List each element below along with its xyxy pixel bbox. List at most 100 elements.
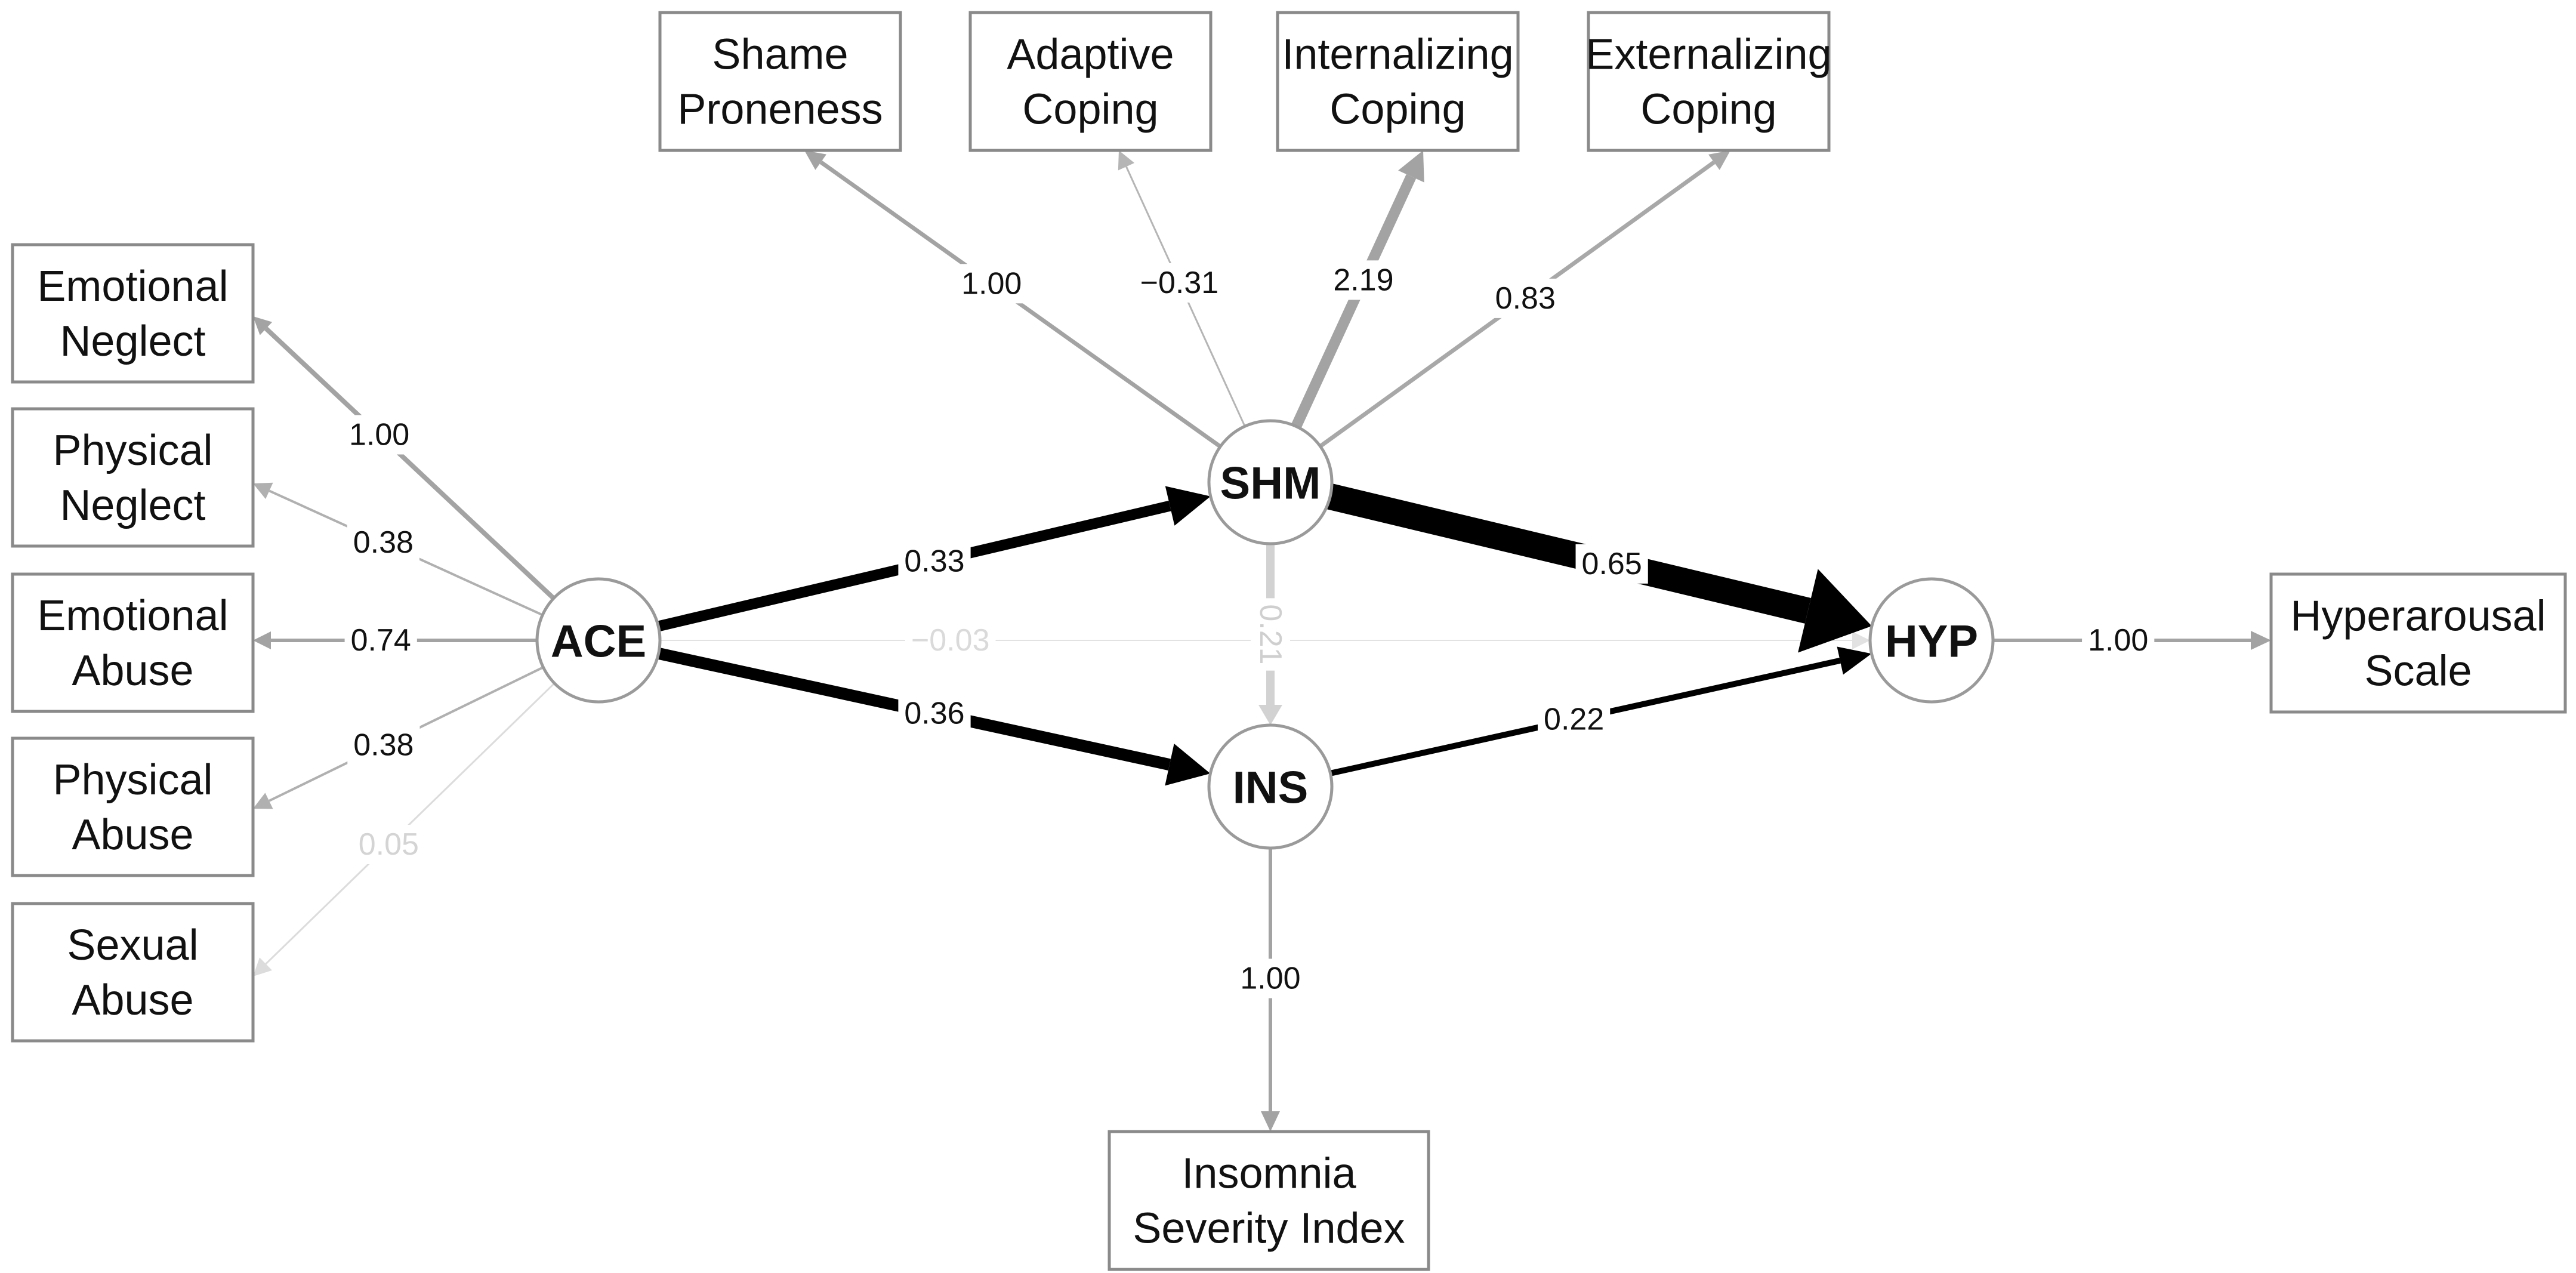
indicator-label-emotional-abuse-line-1: Emotional bbox=[37, 592, 228, 640]
indicator-label-emotional-neglect-line-1: Emotional bbox=[37, 263, 228, 310]
boxes-layer: EmotionalNeglectPhysicalNeglectEmotional… bbox=[11, 11, 2567, 1271]
coefficient-label-shm_to_hyp: 0.65 bbox=[1575, 544, 1648, 584]
arrowhead-ace_to_hyp bbox=[1852, 631, 1870, 649]
coefficient-text-hyp_to_hyperarousal_scale: 1.00 bbox=[2088, 623, 2148, 658]
coefficient-label-ins_to_insomnia_severity_index: 1.00 bbox=[1234, 958, 1307, 998]
path-shm_to_shame_proneness bbox=[804, 150, 1222, 449]
nodes-layer: ACE SHM INS HYP bbox=[535, 419, 1995, 850]
indicator-label-hyperarousal-scale-line-2: Scale bbox=[2364, 648, 2472, 695]
arrowhead-shm_to_hyp bbox=[1798, 569, 1872, 653]
arrowhead-ace_to_emotional_neglect bbox=[253, 316, 273, 335]
indicator-label-hyperarousal-scale-line-1: Hyperarousal bbox=[2290, 593, 2546, 640]
indicator-label-physical-abuse-line-2: Abuse bbox=[72, 811, 193, 859]
coefficient-text-shm_to_shame_proneness: 1.00 bbox=[961, 266, 1022, 301]
coefficient-bg-ace_to_physical_abuse bbox=[347, 725, 420, 765]
indicator-rect-physical-abuse bbox=[11, 736, 255, 877]
indicator-label-shame-proneness-line-1: Shame bbox=[712, 31, 848, 79]
coefficient-bg-hyp_to_hyperarousal_scale bbox=[2082, 621, 2155, 660]
coefficient-text-shm_to_ins: 0.21 bbox=[1253, 604, 1288, 664]
latent-node-hyp: HYP bbox=[1868, 577, 1995, 704]
coefficient-bg-ace_to_sexual_abuse bbox=[352, 824, 425, 864]
indicator-rect-shame-proneness bbox=[658, 11, 902, 152]
coefficient-text-ace_to_emotional_neglect: 1.00 bbox=[349, 417, 409, 452]
arrowhead-shm_to_externalizing_coping bbox=[1708, 150, 1730, 170]
coefficient-text-ace_to_sexual_abuse: 0.05 bbox=[359, 827, 419, 862]
coefficient-bg-ace_to_emotional_abuse bbox=[344, 621, 417, 660]
indicator-label-emotional-neglect-line-2: Neglect bbox=[60, 318, 205, 365]
coefficient-label-shm_to_internalizing_coping: 2.19 bbox=[1327, 260, 1400, 300]
indicator-rect-internalizing-coping bbox=[1276, 11, 1520, 152]
coefficient-text-shm_to_hyp: 0.65 bbox=[1582, 547, 1642, 581]
latent-label-hyp: HYP bbox=[1885, 617, 1978, 667]
indicator-label-physical-neglect-line-1: Physical bbox=[53, 427, 212, 474]
indicator-label-externalizing-coping-line-1: Externalizing bbox=[1585, 31, 1831, 79]
indicator-label-emotional-abuse-line-2: Abuse bbox=[72, 647, 193, 695]
coefficient-bg-shm_to_ins bbox=[1251, 598, 1290, 671]
coefficient-label-ace_to_emotional_neglect: 1.00 bbox=[343, 415, 416, 455]
coefficient-text-ace_to_shm: 0.33 bbox=[904, 544, 964, 579]
coefficient-label-ace_to_emotional_abuse: 0.74 bbox=[344, 621, 417, 660]
indicator-label-sexual-abuse-line-2: Abuse bbox=[72, 976, 193, 1024]
arrowhead-ace_to_physical_abuse bbox=[253, 793, 273, 809]
indicator-label-insomnia-severity-index-line-1: Insomnia bbox=[1181, 1150, 1356, 1198]
arrowhead-shm_to_internalizing_coping bbox=[1398, 150, 1424, 183]
indicator-label-adaptive-coping-line-2: Coping bbox=[1022, 86, 1158, 134]
coefficient-label-ace_to_sexual_abuse: 0.05 bbox=[352, 824, 425, 864]
coefficient-text-ace_to_physical_abuse: 0.38 bbox=[353, 728, 414, 762]
indicator-rect-sexual-abuse bbox=[11, 902, 255, 1043]
path-ace_to_sexual_abuse bbox=[253, 682, 556, 976]
indicator-label-sexual-abuse-line-1: Sexual bbox=[67, 921, 198, 969]
indicator-rect-emotional-abuse bbox=[11, 572, 255, 713]
coefficient-text-shm_to_adaptive_coping: −0.31 bbox=[1140, 266, 1219, 300]
coefficient-bg-ace_to_physical_neglect bbox=[347, 523, 419, 563]
arrowhead-ins_to_hyp bbox=[1837, 646, 1872, 675]
coefficient-label-hyp_to_hyperarousal_scale: 1.00 bbox=[2082, 621, 2155, 660]
arrowhead-ins_to_insomnia_severity_index bbox=[1261, 1111, 1280, 1132]
arrowhead-shm_to_adaptive_coping bbox=[1118, 150, 1135, 171]
coefficient-label-shm_to_externalizing_coping: 0.83 bbox=[1489, 278, 1562, 318]
indicator-label-externalizing-coping-line-2: Coping bbox=[1640, 86, 1776, 134]
coefficient-bg-shm_to_adaptive_coping bbox=[1134, 263, 1225, 303]
coefficient-bg-shm_to_shame_proneness bbox=[955, 264, 1028, 304]
coefficient-bg-ace_to_hyp bbox=[905, 621, 996, 660]
latent-node-ins: INS bbox=[1207, 723, 1334, 850]
latent-label-ins: INS bbox=[1233, 763, 1309, 813]
arrowhead-shm_to_shame_proneness bbox=[804, 150, 826, 170]
coefficient-text-ace_to_emotional_abuse: 0.74 bbox=[351, 623, 411, 658]
path-line-shm_to_hyp bbox=[1327, 483, 1811, 624]
arrowhead-hyp_to_hyperarousal_scale bbox=[2251, 631, 2271, 650]
indicator-rect-adaptive-coping bbox=[968, 11, 1213, 152]
coefficient-text-shm_to_internalizing_coping: 2.19 bbox=[1333, 263, 1393, 297]
coefficient-label-shm_to_shame_proneness: 1.00 bbox=[955, 264, 1028, 304]
coefficient-label-ace_to_hyp: −0.03 bbox=[905, 621, 996, 660]
coefficient-bg-ace_to_shm bbox=[898, 541, 971, 581]
arrowhead-ace_to_physical_neglect bbox=[253, 482, 273, 500]
coefficient-label-shm_to_adaptive_coping: −0.31 bbox=[1134, 263, 1225, 303]
path-line-ace_to_sexual_abuse bbox=[265, 682, 556, 965]
coefficient-bg-ace_to_ins bbox=[898, 693, 971, 733]
latent-node-shm: SHM bbox=[1207, 419, 1334, 545]
indicator-rect-emotional-neglect bbox=[11, 243, 255, 384]
path-shm_to_internalizing_coping bbox=[1291, 150, 1424, 429]
coefficient-label-ace_to_shm: 0.33 bbox=[898, 541, 971, 581]
coefficient-label-ace_to_physical_abuse: 0.38 bbox=[347, 725, 420, 765]
path-shm_to_hyp bbox=[1327, 483, 1872, 653]
indicator-label-insomnia-severity-index-line-2: Severity Index bbox=[1133, 1205, 1405, 1253]
coefficient-label-ace_to_ins: 0.36 bbox=[898, 693, 971, 733]
arrowhead-shm_to_ins bbox=[1258, 705, 1282, 725]
indicator-rect-insomnia-severity-index bbox=[1107, 1130, 1430, 1271]
indicator-label-physical-neglect-line-2: Neglect bbox=[60, 482, 205, 529]
arrowhead-ace_to_ins bbox=[1165, 744, 1211, 786]
path-line-shm_to_internalizing_coping bbox=[1291, 174, 1417, 429]
indicator-label-physical-abuse-line-1: Physical bbox=[53, 756, 212, 804]
indicator-rect-physical-neglect bbox=[11, 407, 255, 548]
latent-label-ace: ACE bbox=[551, 617, 646, 667]
indicator-label-internalizing-coping-line-2: Coping bbox=[1329, 86, 1466, 134]
